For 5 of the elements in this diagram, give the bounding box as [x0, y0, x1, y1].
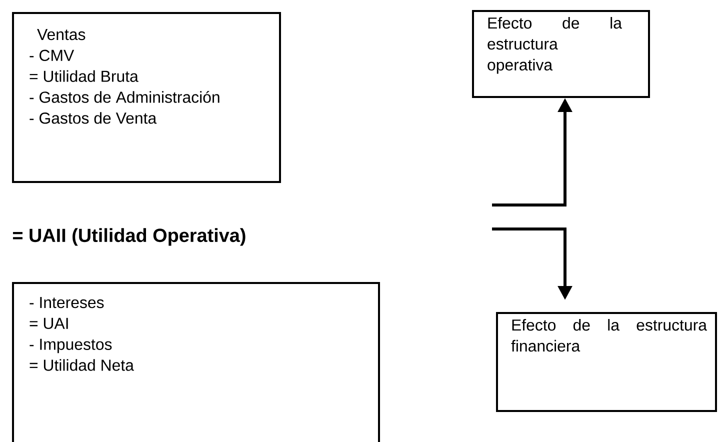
- text-box: - Intereses = UAI - Impuestos = Utilidad Neta: [12, 282, 380, 442]
- text-box: Ventas - CMV = Utilidad Bruta - Gastos de Administración - Gastos de Venta: [12, 12, 281, 183]
- text-box: Efecto de la estructura operativa: [472, 10, 650, 98]
- text-box: Efecto de la estructura financiera: [496, 312, 717, 412]
- result-heading: = UAII (Utilidad Operativa): [13, 228, 246, 246]
